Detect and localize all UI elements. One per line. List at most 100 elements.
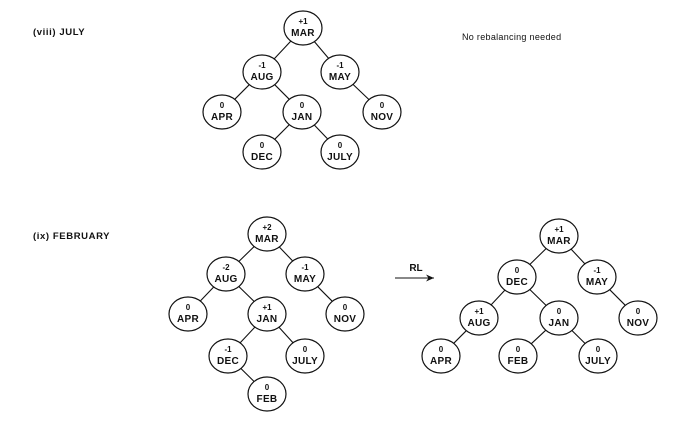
- balance-factor: +1: [262, 303, 272, 312]
- node-circle: [202, 94, 242, 130]
- edge-dec-aug: [490, 289, 506, 306]
- balance-factor: 0: [439, 345, 444, 354]
- node-circle: [459, 300, 499, 336]
- balance-factor: 0: [186, 303, 191, 312]
- node-label: FEB: [508, 356, 529, 367]
- balance-factor: +1: [554, 225, 564, 234]
- balance-factor: 0: [380, 101, 385, 110]
- edge-dec-feb: [240, 368, 255, 382]
- edge-mar-aug: [273, 40, 292, 60]
- node-circle: [320, 54, 360, 90]
- edge-jan-dec: [274, 124, 290, 140]
- edge-mar-may: [313, 41, 330, 59]
- rl-rotation-arrow: RL: [395, 263, 434, 282]
- balance-factor: 0: [515, 266, 520, 275]
- edge-jan-july: [313, 124, 329, 140]
- node-label: JAN: [257, 314, 278, 325]
- node-circle: [242, 134, 282, 170]
- node-circle: [282, 94, 322, 130]
- balance-factor: -2: [222, 263, 230, 272]
- node-label: NOV: [371, 112, 394, 123]
- node-label: AUG: [250, 72, 273, 83]
- balance-factor: 0: [343, 303, 348, 312]
- edge-jan-feb: [530, 329, 547, 345]
- balance-factor: 0: [260, 141, 265, 150]
- edge-aug-jan: [274, 84, 290, 100]
- balance-factor: +2: [262, 223, 272, 232]
- section-ix-heading: (ix) FEBRUARY: [33, 231, 111, 242]
- edge-dec-jan: [529, 289, 547, 306]
- balance-factor: 0: [636, 307, 641, 316]
- edge-may-nov: [352, 84, 370, 100]
- node-circle: [325, 296, 365, 332]
- node-label: NOV: [334, 314, 357, 325]
- balance-factor: -1: [593, 266, 601, 275]
- node-label: JULY: [327, 152, 353, 163]
- node-circle: [498, 338, 538, 374]
- rl-arrow-head: [426, 274, 434, 282]
- node-label: FEB: [257, 394, 278, 405]
- edge-aug-jan: [238, 286, 255, 302]
- edge-aug-apr: [199, 286, 215, 302]
- node-circle: [283, 10, 323, 46]
- balance-factor: 0: [516, 345, 521, 354]
- edge-may-nov: [609, 289, 626, 306]
- node-circle: [618, 300, 658, 336]
- node-circle: [577, 259, 617, 295]
- balance-factor: -1: [258, 61, 266, 70]
- balance-factor: +1: [474, 307, 484, 316]
- node-circle: [247, 216, 287, 252]
- node-label: DEC: [251, 152, 273, 163]
- node-label: JAN: [549, 318, 570, 329]
- edge-may-nov: [317, 286, 333, 302]
- balance-factor: 0: [265, 383, 270, 392]
- node-circle: [242, 54, 282, 90]
- node-label: MAR: [291, 28, 315, 39]
- rl-label: RL: [409, 263, 422, 274]
- edge-jan-july: [571, 330, 586, 344]
- edge-aug-apr: [453, 330, 467, 344]
- balance-factor: -1: [336, 61, 344, 70]
- node-label: AUG: [467, 318, 490, 329]
- tree-feb-before: +2MAR-2AUG-1MAY0APR+1JAN0NOV-1DEC0JULY0F…: [168, 216, 365, 412]
- node-label: APR: [177, 314, 199, 325]
- node-circle: [539, 300, 579, 336]
- section-viii-heading: (viii) JULY: [33, 27, 86, 38]
- node-circle: [208, 338, 248, 374]
- node-circle: [578, 338, 618, 374]
- edge-mar-may: [278, 246, 294, 262]
- node-label: JULY: [585, 356, 611, 367]
- balance-factor: 0: [303, 345, 308, 354]
- node-label: MAR: [547, 236, 571, 247]
- node-label: MAY: [586, 277, 608, 288]
- node-label: AUG: [214, 274, 237, 285]
- node-circle: [168, 296, 208, 332]
- node-label: MAY: [294, 274, 316, 285]
- node-label: MAR: [255, 234, 279, 245]
- node-circle: [247, 296, 287, 332]
- node-label: JAN: [292, 112, 313, 123]
- node-label: JULY: [292, 356, 318, 367]
